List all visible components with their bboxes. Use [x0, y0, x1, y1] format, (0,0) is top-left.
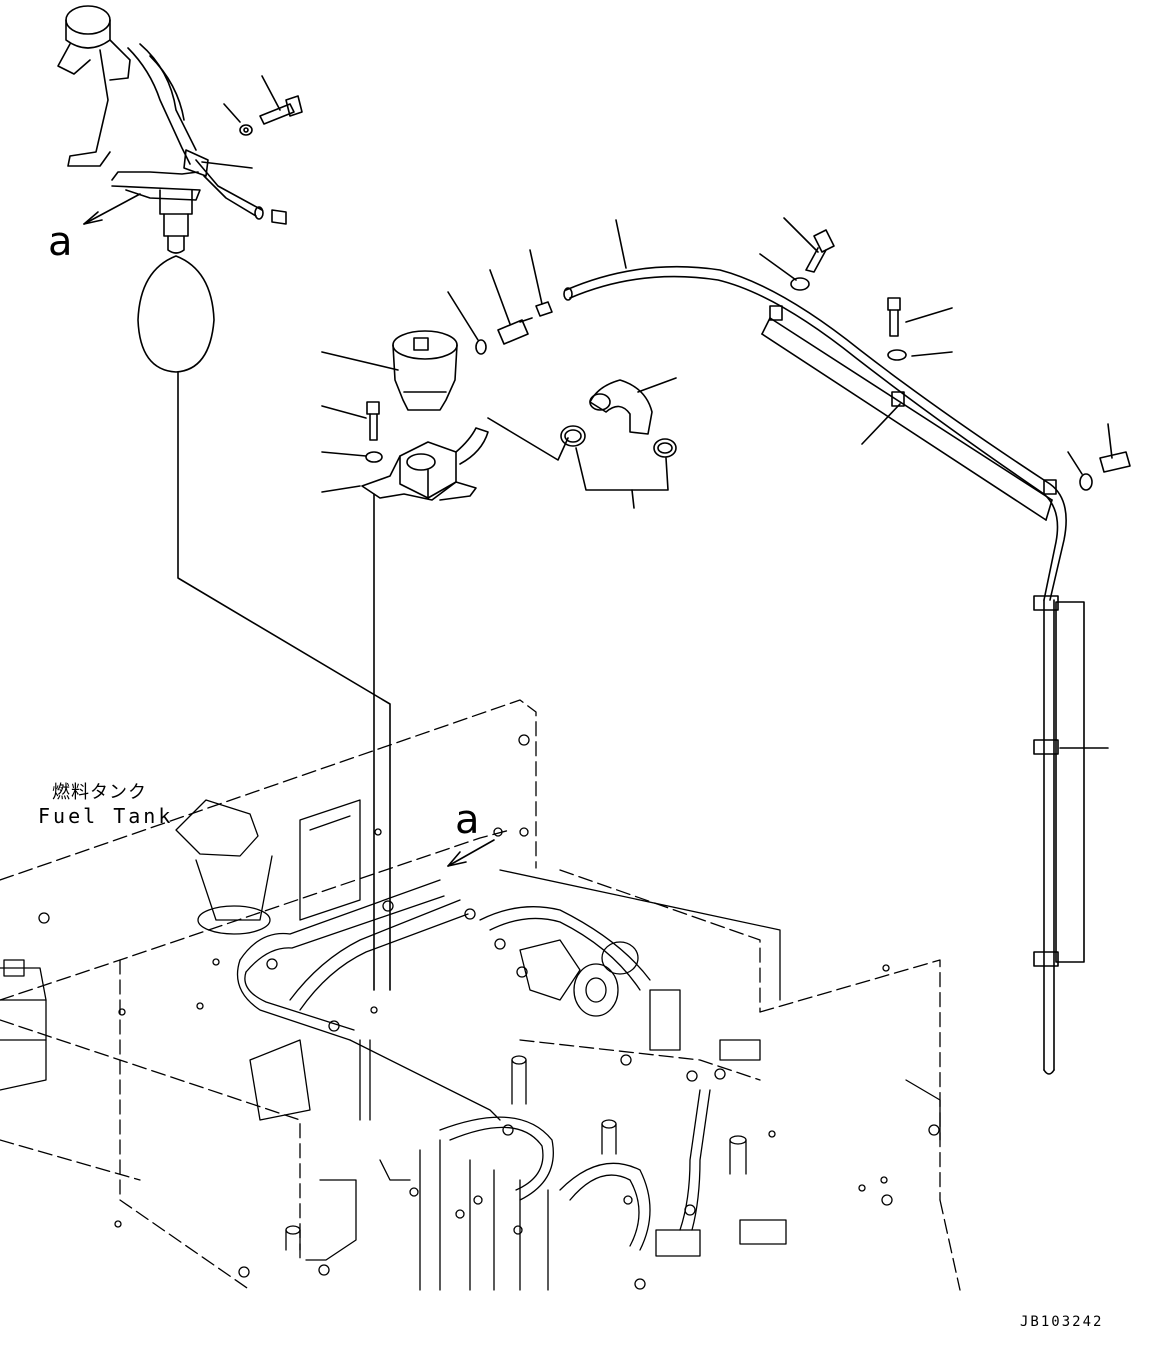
fuel-tank-label-en: Fuel Tank: [38, 804, 174, 828]
fuel-tank-label-jp: 燃料タンク: [52, 782, 147, 803]
fuel-filter-parts: [361, 301, 677, 509]
view-marker-body-label: a: [455, 797, 480, 843]
machine-body: [0, 699, 961, 1291]
view-arrow-body: [447, 839, 495, 867]
filler-pump-assembly: [57, 5, 303, 373]
drawing-code: JB103242: [1020, 1314, 1104, 1330]
view-arrow-top: [83, 193, 141, 225]
view-marker-top-label: a: [48, 219, 73, 265]
breather-tube: [563, 229, 1131, 1075]
